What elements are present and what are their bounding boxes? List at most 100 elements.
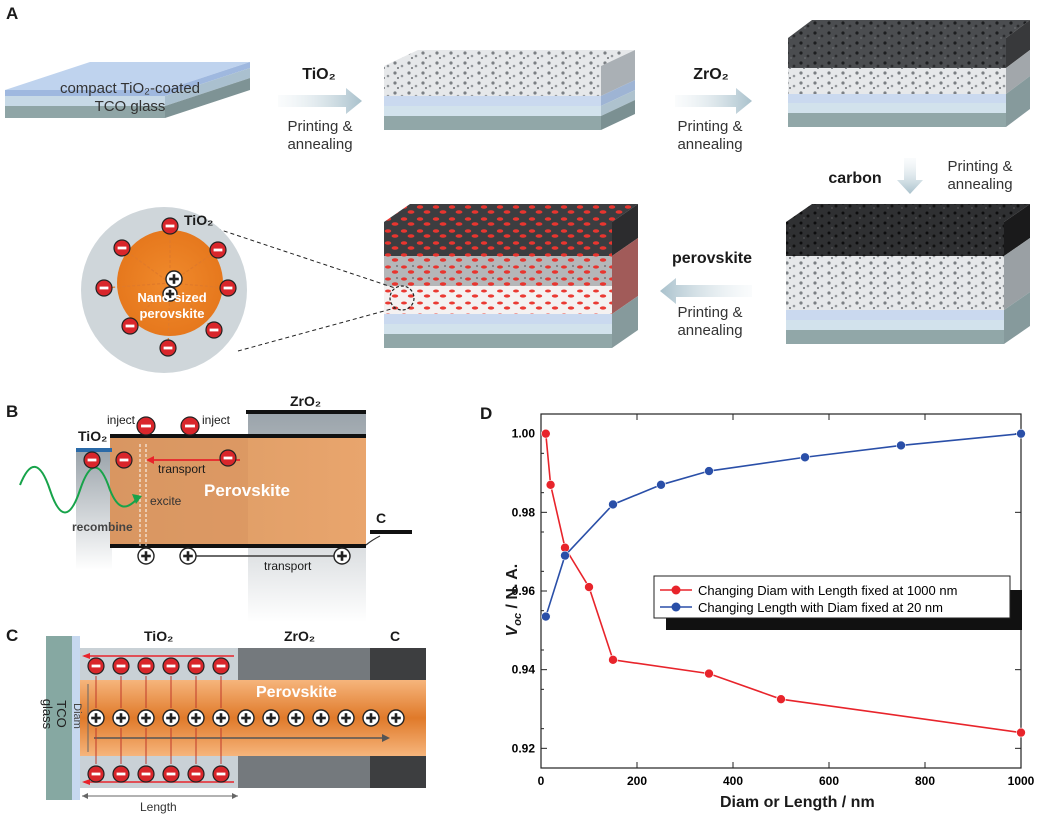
electron-icon xyxy=(187,657,205,675)
b-transport-top: transport xyxy=(158,462,206,476)
electron-icon xyxy=(209,241,227,259)
x-tick-label: 200 xyxy=(627,774,647,788)
series-line-1 xyxy=(545,433,1022,734)
legend-entry-1: Changing Diam with Length fixed at 1000 … xyxy=(698,583,957,598)
panel-b-diagram xyxy=(19,410,412,622)
data-point xyxy=(540,611,551,622)
series-line-2 xyxy=(545,432,1022,617)
step-arrow-perovskite xyxy=(660,278,752,304)
data-point xyxy=(545,479,556,490)
x-tick-label: 0 xyxy=(538,774,545,788)
step1-material: TiO₂ xyxy=(302,66,336,83)
hole-icon xyxy=(262,709,280,727)
hole-icon xyxy=(337,709,355,727)
b-tio2-label: TiO₂ xyxy=(78,428,108,444)
hole-icon xyxy=(165,270,183,288)
c-diam-label: Diam xyxy=(70,703,83,729)
b-inject-left: inject xyxy=(107,413,136,427)
electron-icon xyxy=(162,765,180,783)
step2-action: Printing &annealing xyxy=(677,118,743,153)
step4-action: Printing &annealing xyxy=(677,304,743,339)
data-point xyxy=(608,499,618,510)
data-point xyxy=(704,668,714,679)
electron-icon xyxy=(161,217,179,235)
electron-icon xyxy=(87,765,105,783)
carrier-markers xyxy=(83,217,405,783)
electron-icon xyxy=(187,765,205,783)
electron-icon xyxy=(136,416,156,436)
b-c-label: C xyxy=(376,510,387,526)
hole-icon xyxy=(137,547,155,565)
electron-icon xyxy=(113,239,131,257)
electron-icon xyxy=(212,765,230,783)
c-length-label: Length xyxy=(140,800,177,814)
step-arrow-carbon xyxy=(897,158,923,194)
panel-label-b: B xyxy=(6,402,19,421)
hole-icon xyxy=(387,709,405,727)
step-arrow-zro2 xyxy=(675,88,752,114)
data-point xyxy=(704,466,714,476)
step3-material: carbon xyxy=(828,170,882,187)
electron-icon xyxy=(205,321,223,339)
electron-icon xyxy=(112,657,130,675)
b-transport-bottom: transport xyxy=(264,559,312,573)
hole-icon xyxy=(187,709,205,727)
electron-icon xyxy=(121,317,139,335)
data-point xyxy=(656,479,666,490)
electron-icon xyxy=(219,279,237,297)
c-tio2-label: TiO₂ xyxy=(144,628,174,644)
y-tick-label: 0.92 xyxy=(512,741,536,755)
hole-icon xyxy=(333,547,351,565)
hole-icon xyxy=(212,709,230,727)
electron-icon xyxy=(219,449,237,467)
step-arrow-tio2 xyxy=(278,88,362,114)
carbon-block xyxy=(786,204,1030,344)
data-point xyxy=(540,428,551,439)
hole-icon xyxy=(362,709,380,727)
electron-icon xyxy=(95,279,113,297)
b-excite-label: excite xyxy=(150,494,182,508)
tio2-block xyxy=(384,50,635,130)
c-c-label: C xyxy=(390,628,401,644)
b-perovskite-label: Perovskite xyxy=(204,481,290,500)
panel-label-d: D xyxy=(480,404,493,423)
data-point xyxy=(896,440,906,451)
x-tick-label: 800 xyxy=(915,774,935,788)
electron-icon xyxy=(212,657,230,675)
y-tick-label: 0.98 xyxy=(512,505,536,519)
hole-icon xyxy=(287,709,305,727)
hole-icon xyxy=(237,709,255,727)
y-tick-label: 0.94 xyxy=(512,663,536,677)
substrate-label: compact TiO₂-coated TCO glass xyxy=(40,80,220,116)
chart-y-axis-title: Voc / N. A. xyxy=(503,563,525,637)
zro2-block xyxy=(788,20,1030,127)
data-point xyxy=(1016,428,1026,439)
step1-action: Printing &annealing xyxy=(287,118,353,153)
x-tick-label: 400 xyxy=(723,774,743,788)
panel-label-a: A xyxy=(6,4,19,23)
hole-icon xyxy=(162,286,178,302)
b-zro2-label: ZrO₂ xyxy=(290,393,322,409)
b-recombine-label: recombine xyxy=(72,520,133,534)
y-tick-label: 1.00 xyxy=(512,427,536,441)
inset-tio2-label: TiO₂ xyxy=(184,212,214,228)
electron-icon xyxy=(115,451,133,469)
electron-icon xyxy=(137,657,155,675)
data-point xyxy=(1016,727,1026,738)
hole-icon xyxy=(312,709,330,727)
electron-icon xyxy=(162,657,180,675)
substrate-label-line1: compact TiO₂-coated xyxy=(59,80,201,97)
hole-icon xyxy=(137,709,155,727)
data-point xyxy=(560,550,570,561)
step4-material: perovskite xyxy=(671,250,753,267)
y-tick-label: 0.96 xyxy=(512,584,536,598)
step3-action: Printing &annealing xyxy=(947,158,1013,193)
chart-legend: Changing Diam with Length fixed at 1000 … xyxy=(653,575,1022,630)
x-tick-label: 600 xyxy=(819,774,839,788)
electron-icon xyxy=(112,765,130,783)
electron-icon xyxy=(87,657,105,675)
b-inject-right: inject xyxy=(202,413,231,427)
